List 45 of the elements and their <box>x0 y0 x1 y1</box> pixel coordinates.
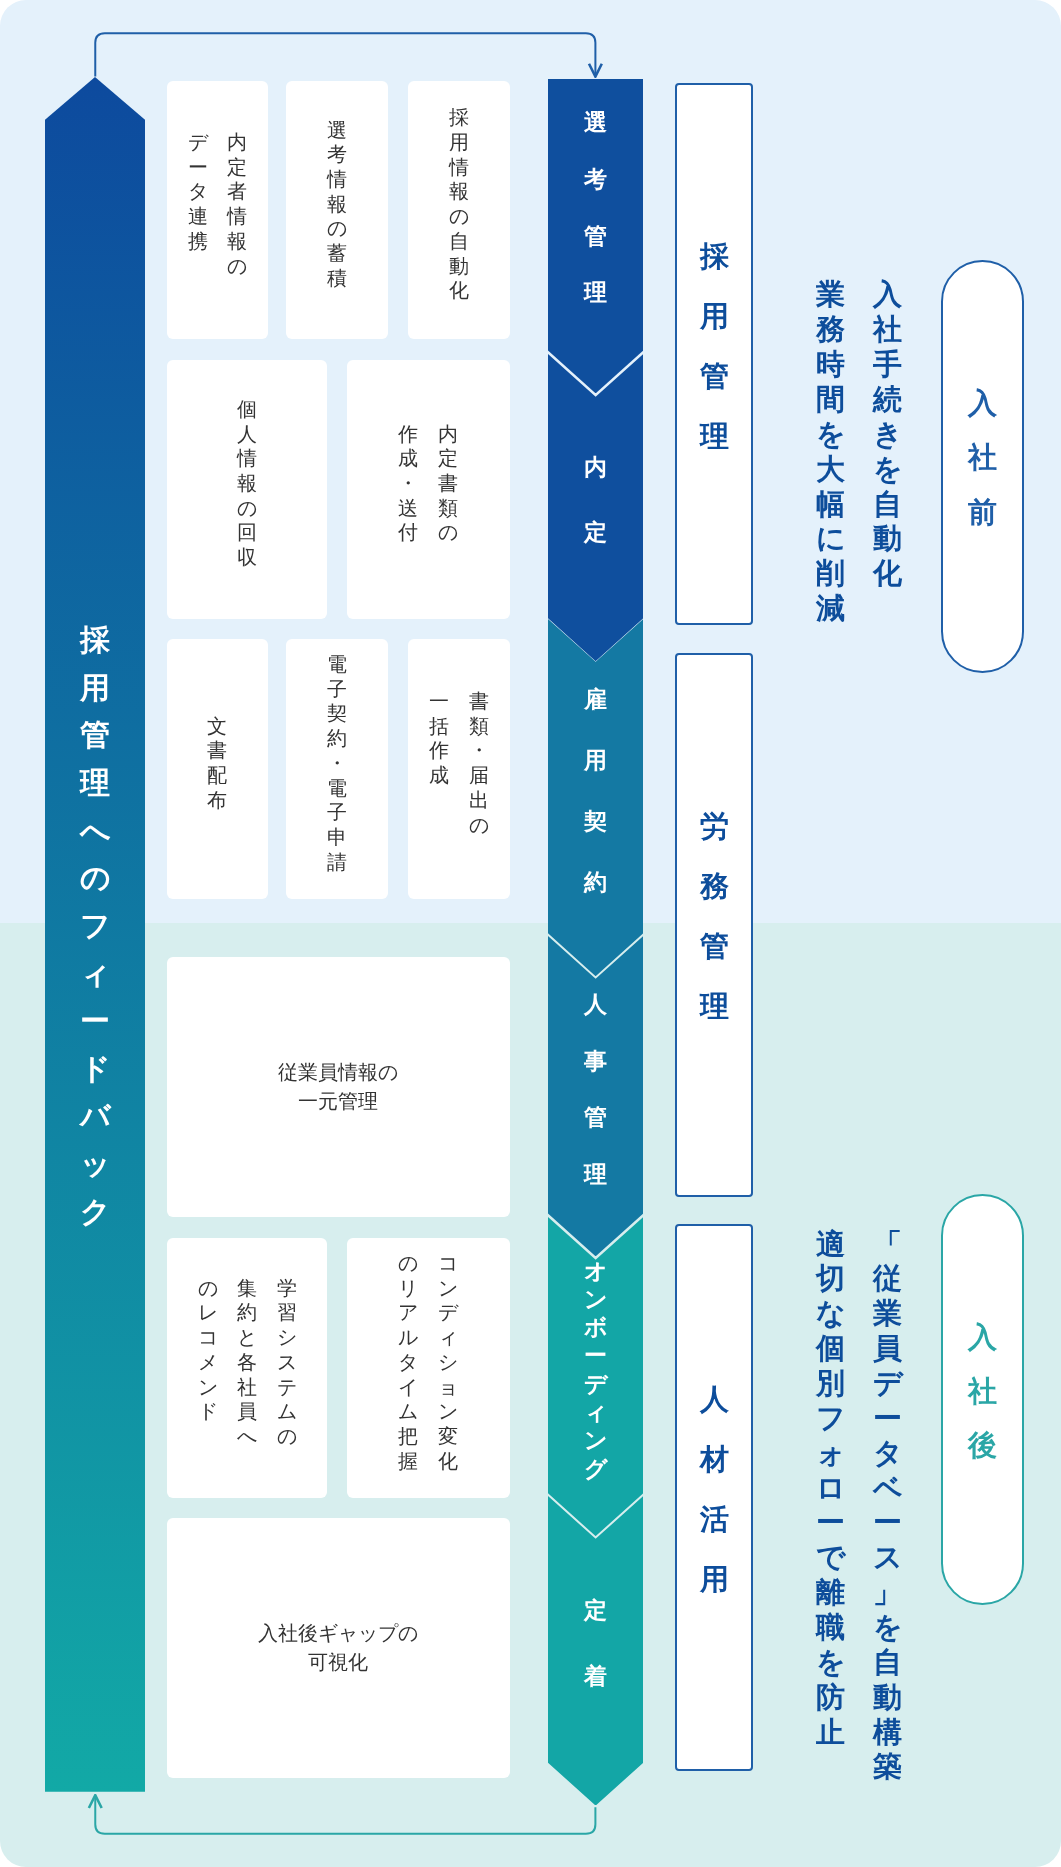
feature-text: 学習システムの集約と各社員へのレコメンド <box>197 1275 297 1450</box>
feature-card <box>408 80 510 340</box>
feature-text: 個人情報の回収 <box>236 396 258 572</box>
feature-text: 内定書類の作成・送付 <box>398 421 458 547</box>
feature-card <box>285 639 389 900</box>
feature-text: 電子契約・電子申請 <box>326 652 348 876</box>
feature-card <box>166 359 328 620</box>
feature-card <box>408 639 510 900</box>
category-box <box>675 652 753 1197</box>
feature-text: 書類・届出の一括作成 <box>429 689 489 839</box>
note-text: 適切な個別フォローで離職を防止 <box>815 1226 845 1751</box>
bar-label: 採用管理へのフィードバック <box>80 621 111 1231</box>
stage-label: 人事管理 <box>584 990 607 1189</box>
stage-label: 定着 <box>584 1596 607 1691</box>
feature-card <box>166 957 510 1217</box>
feature-card <box>166 639 268 900</box>
feedback-arrow <box>87 1793 597 1835</box>
feature-text: 文書配布 <box>207 713 228 814</box>
feature-text: コンディション変化のリアルタイム把握 <box>398 1251 458 1475</box>
note-text: 入社手続きを自動化 <box>872 277 902 593</box>
category-text: 労務管理 <box>699 808 729 1026</box>
category-box <box>675 1224 753 1771</box>
category-text: 人材活用 <box>699 1380 729 1598</box>
phase-text: 入社前 <box>968 385 997 531</box>
feature-card <box>346 1238 510 1498</box>
feedback-arrow <box>94 32 604 78</box>
feature-text: 選考情報の蓄積 <box>326 117 348 292</box>
category-box <box>675 83 753 626</box>
feature-card <box>285 80 389 340</box>
feature-card <box>166 1518 510 1778</box>
stage-label: 選考管理 <box>584 108 607 308</box>
feature-text: 従業員情報の一元管理 <box>277 1058 400 1116</box>
feature-text: 内定者情報のデータ連携 <box>187 130 248 280</box>
feature-card <box>166 1238 328 1498</box>
note-text: 「従業員データベース」を自動構築 <box>872 1226 902 1786</box>
stage-label: オンボーディング <box>584 1256 607 1484</box>
phase-text: 入社後 <box>968 1318 997 1465</box>
feature-card <box>346 359 510 620</box>
feature-card <box>166 80 268 340</box>
stage-label: 雇用契約 <box>584 684 607 898</box>
feature-text: 採用情報の自動化 <box>448 105 470 305</box>
feature-text: 入社後ギャップの可視化 <box>257 1619 420 1677</box>
category-text: 採用管理 <box>699 237 729 455</box>
note-text: 業務時間を大幅に削減 <box>815 277 845 628</box>
stage-label: 内定 <box>584 452 607 548</box>
